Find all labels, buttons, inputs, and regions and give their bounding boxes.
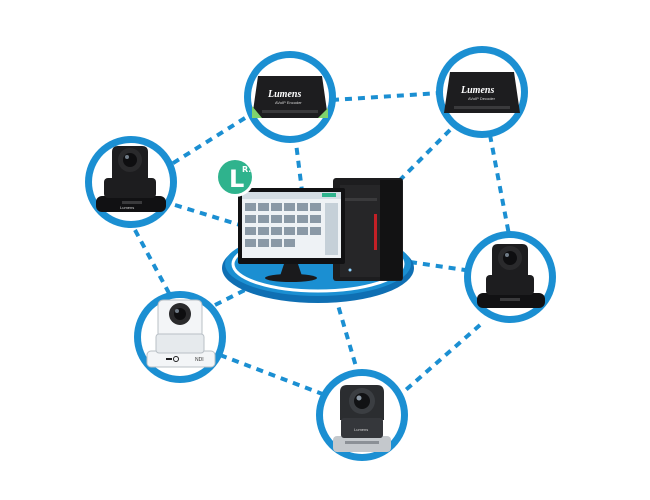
monitor-neck xyxy=(280,264,302,276)
cam-bottom-node: Lumens xyxy=(316,369,408,461)
link-encoder-left-cam-left-top xyxy=(168,116,247,167)
monitor-stand xyxy=(265,274,317,282)
encoder-left-model: AVoIP Encoder xyxy=(275,100,302,105)
encoder-left-node: Lumens AVoIP Encoder xyxy=(244,51,336,143)
monitor xyxy=(238,188,345,282)
link-workstation-cam-right xyxy=(409,260,466,272)
ptz-camera-icon: Lumens xyxy=(96,146,166,212)
lumens-app-logo-icon: L R. xyxy=(215,157,255,197)
ptz-camera-silver-icon: Lumens xyxy=(333,385,391,452)
workstation-node: L R. xyxy=(215,157,414,303)
monitor-side-panel xyxy=(325,203,338,255)
ptz-camera-white-icon: NDI xyxy=(146,299,216,368)
video-thumbnail-grid xyxy=(245,203,321,247)
pc-drive-slot xyxy=(343,198,377,201)
decoder-box-icon: Lumens AVoIP Decoder xyxy=(444,72,520,113)
monitor-app-header xyxy=(242,192,341,199)
encoder-right-node: Lumens AVoIP Decoder xyxy=(436,46,528,138)
cam-left-top-node: Lumens xyxy=(85,136,177,228)
pc-power-led xyxy=(348,268,352,272)
app-logo-superscript: R. xyxy=(242,165,251,174)
pc-red-accent xyxy=(374,214,377,250)
cam-right-node xyxy=(464,231,556,323)
encoder-left-brand: Lumens xyxy=(267,89,301,100)
link-encoder-left-encoder-right xyxy=(331,91,441,102)
cam-left-top-label: Lumens xyxy=(120,205,134,210)
cam-left-bottom-node: NDI xyxy=(134,291,226,383)
link-encoder-right-cam-right xyxy=(488,134,512,241)
encoder-box-icon: Lumens AVoIP Encoder xyxy=(252,76,328,118)
link-cam-left-bottom-cam-bottom xyxy=(219,353,326,397)
link-encoder-right-workstation xyxy=(393,128,452,187)
link-cam-right-cam-bottom xyxy=(398,323,482,397)
monitor-app-accent xyxy=(322,193,336,197)
ptz-camera-icon xyxy=(477,244,545,308)
encoder-right-model: AVoIP Decoder xyxy=(468,96,496,101)
cam-bottom-label: Lumens xyxy=(354,427,368,432)
app-logo-letter: L xyxy=(229,165,244,193)
link-cam-left-top-cam-left-bottom xyxy=(133,229,172,296)
link-cam-left-top-workstation xyxy=(174,203,241,227)
encoder-right-brand: Lumens xyxy=(460,85,494,96)
cam-left-bottom-label: NDI xyxy=(195,357,204,363)
link-workstation-cam-bottom xyxy=(333,294,359,371)
pc-tower-side xyxy=(380,180,402,280)
desktop-computer-icon xyxy=(333,178,403,281)
